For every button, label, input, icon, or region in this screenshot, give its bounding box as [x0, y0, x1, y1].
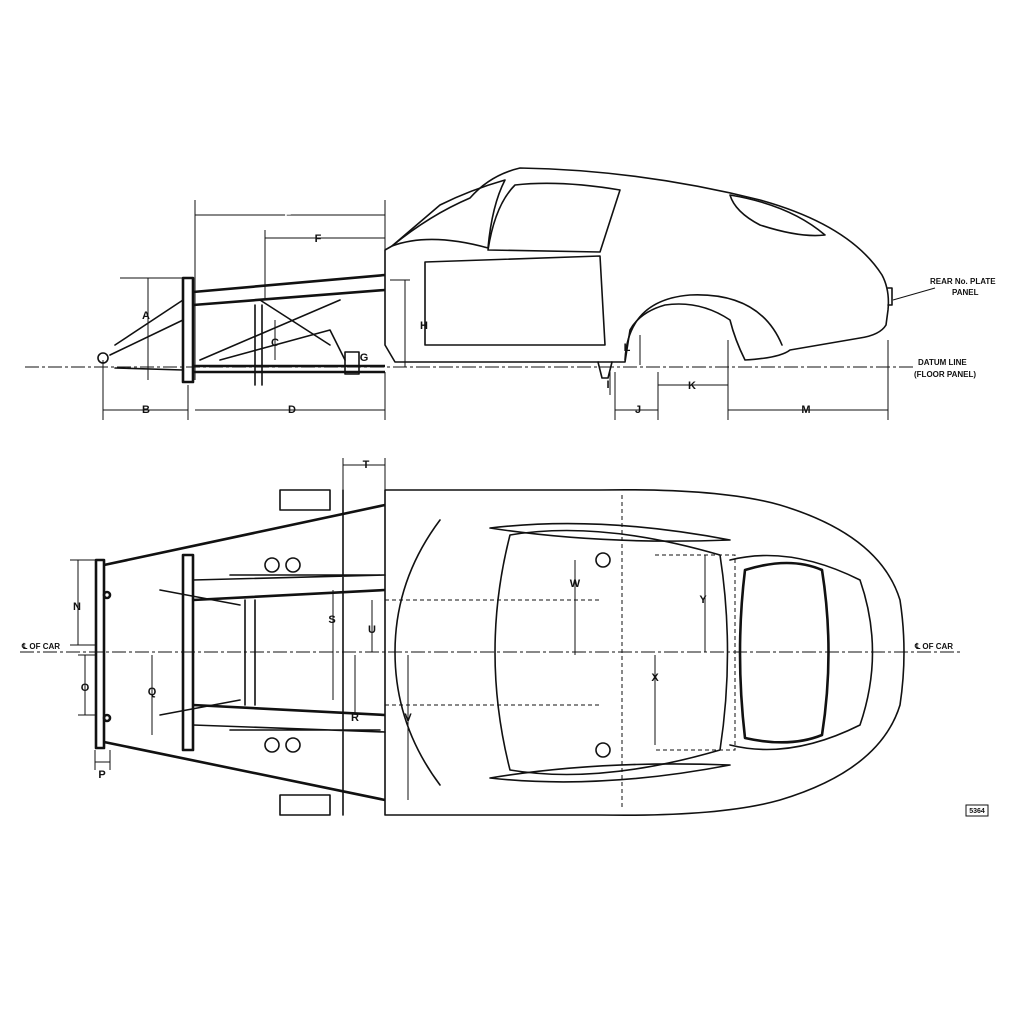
side-window — [487, 182, 621, 253]
drawing-number: 5364 — [969, 808, 985, 815]
dimension-label-q: Q — [148, 686, 157, 698]
dimension-label-e: E — [284, 209, 291, 221]
body-plan-outline — [384, 489, 905, 816]
dimension-label-n: N — [73, 601, 81, 613]
door-tops — [489, 522, 731, 783]
dimension-label-o: O — [81, 682, 90, 694]
dimension-label-h: H — [420, 320, 428, 332]
jacking-point — [595, 742, 611, 758]
rear-plate-label: REAR No. PLATE — [930, 277, 996, 286]
jacking-point — [595, 552, 611, 568]
floor-hidden-lines — [385, 495, 736, 810]
front-subframe-side — [97, 273, 386, 386]
dimension-label-s: S — [328, 614, 335, 626]
dimension-label-m: M — [801, 404, 810, 416]
dimension-label-i: I — [606, 379, 609, 391]
dimension-label-t: T — [363, 459, 370, 471]
side-view: E F B D A C G H I J K L M REAR No. PLATE… — [25, 167, 996, 420]
rear-wheel-arch — [624, 294, 783, 361]
door-outline — [424, 255, 606, 346]
dimension-label-k: K — [688, 380, 696, 392]
roof-outline — [729, 554, 874, 751]
dimension-label-g: G — [360, 352, 369, 364]
dimension-label-w: W — [570, 578, 581, 590]
scuttle-panel — [394, 519, 441, 786]
side-dimension-lines: E F B D A C G H I J K L M — [102, 200, 889, 420]
front-bulkhead-post — [181, 276, 195, 384]
sill — [597, 361, 613, 379]
rear-quarter-window — [729, 194, 826, 237]
dimension-label-l: L — [624, 342, 631, 354]
drawing-number-box: 5364 — [965, 804, 989, 817]
body-side-outline — [384, 167, 890, 363]
dimension-label-b: B — [142, 404, 150, 416]
datum-line-label: DATUM LINE — [918, 358, 967, 367]
windscreen — [391, 179, 506, 249]
plan-dimension-lines: T N O P Q S U R V W Y X — [70, 458, 707, 800]
dimension-label-a: A — [142, 310, 150, 322]
datum-line-label-2: (FLOOR PANEL) — [914, 370, 976, 379]
centerline-label-left: ℄ OF CAR — [21, 642, 60, 651]
dimension-label-y: Y — [699, 594, 707, 606]
dimension-label-r: R — [351, 712, 359, 724]
dimension-label-v: V — [404, 712, 412, 724]
centerline-label-right: ℄ OF CAR — [914, 642, 953, 651]
rear-window — [738, 561, 830, 744]
front-subframe-plan — [94, 489, 386, 816]
dimension-label-x: X — [651, 672, 659, 684]
dimension-label-u: U — [368, 624, 376, 636]
plan-view: T N O P Q S U R V W Y X ℄ OF CAR ℄ OF CA… — [20, 458, 960, 816]
dimension-label-d: D — [288, 404, 296, 416]
rear-plate-label-2: PANEL — [952, 288, 979, 297]
rear-plate-panel — [887, 287, 893, 306]
dimension-label-c: C — [271, 337, 279, 349]
dimension-label-j: J — [635, 404, 641, 416]
dimension-label-f: F — [315, 233, 322, 245]
dimension-label-p: P — [98, 769, 105, 781]
